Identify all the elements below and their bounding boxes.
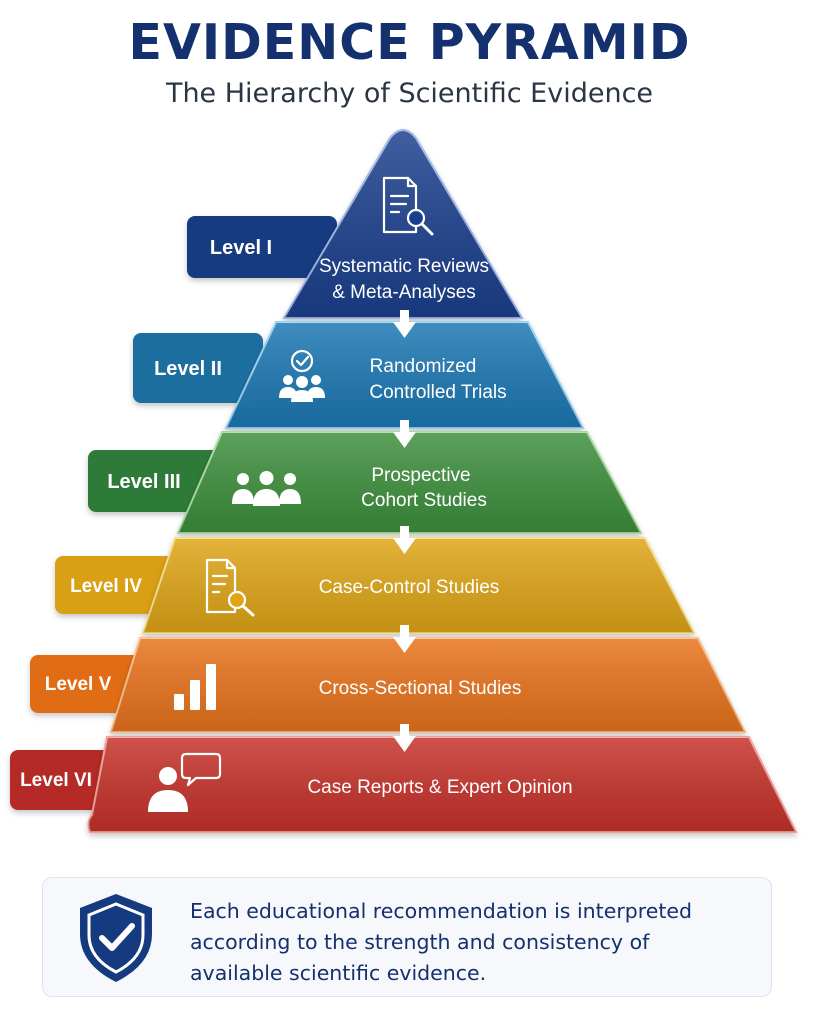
expert-speech-icon [148,752,222,812]
tier-4-label: Case-Control Studies [319,577,500,598]
group-check-icon [279,349,325,402]
shield-check-icon [80,894,152,982]
pyramid-tier-1: Systematic Reviews & Meta-Analyses [282,129,524,319]
tier-2-shade [226,322,583,428]
people-group-icon [232,471,301,506]
evidence-note-box [42,877,772,997]
note-line-2: according to the strength and consistenc… [190,930,650,954]
pyramid-tier-2: Randomized Controlled Trials [224,321,585,429]
level-label-6: Level VI [20,770,92,791]
tier-5-label: Cross-Sectional Studies [319,678,522,699]
pyramid-diagram: Level I Level II Level III Level IV Leve… [10,129,798,833]
document-search-icon [382,176,434,236]
tier-2-label-line2: Controlled Trials [369,382,506,403]
document-search-icon [205,558,255,617]
tier-arrow-1 [393,310,416,338]
tier-1-label-line1: Systematic Reviews [319,256,489,277]
tier-6-shade [88,737,796,832]
tier-6-label: Case Reports & Expert Opinion [307,777,572,798]
level-label-1: Level I [210,237,272,259]
level-tab-2-shape [133,333,263,403]
note-line-1: Each educational recommendation is inter… [190,899,693,923]
level-tab-4: Level IV [55,556,185,614]
level-tab-5: Level V [30,655,150,713]
level-label-2: Level II [154,358,222,380]
tier-arrow-5 [393,724,416,752]
tier-5-shade [111,638,745,732]
level-label-3: Level III [107,471,180,493]
level-tab-2: Level II [133,333,263,403]
bar-chart-icon [174,664,216,710]
level-tab-5-shape [30,655,150,713]
level-label-4: Level IV [70,576,142,597]
tier-4-shade [143,538,694,633]
tier-2-label-line1: Randomized [370,356,477,377]
pyramid-tier-5: Cross-Sectional Studies [109,637,747,733]
level-tab-6-shape [10,750,120,810]
tier-1-shade [284,130,522,318]
tier-3-label-line1: Prospective [371,465,470,486]
tier-arrow-4 [393,625,416,653]
level-label-5: Level V [45,674,112,695]
pyramid-tier-3: Prospective Cohort Studies [176,431,643,534]
tier-3-shade [178,432,641,533]
tier-arrow-2 [393,420,416,448]
level-tab-1: Level I [187,216,337,278]
level-tab-6: Level VI [10,750,120,810]
tier-1-label-line2: & Meta-Analyses [332,282,476,303]
evidence-note-text: Each educational recommendation is inter… [190,896,750,989]
level-tab-1-shape [187,216,337,278]
page-subtitle: The Hierarchy of Scientific Evidence [165,78,654,109]
note-line-3: available scientific evidence. [190,961,487,985]
level-tab-4-shape [55,556,185,614]
tier-arrow-3 [393,526,416,554]
pyramid-tier-4: Case-Control Studies [141,537,696,634]
pyramid-tier-6: Case Reports & Expert Opinion [87,736,798,833]
tier-3-label-line2: Cohort Studies [361,490,487,511]
page-title: EVIDENCE PYRAMID [128,14,691,71]
